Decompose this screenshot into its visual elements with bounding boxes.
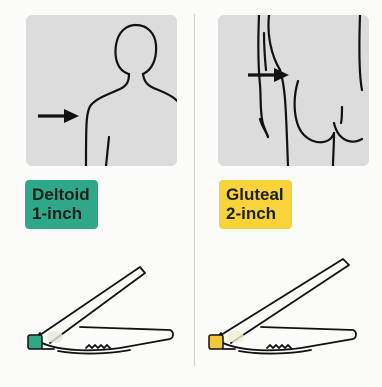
- needle-hub: [28, 335, 42, 349]
- center-divider: [194, 14, 195, 366]
- gluteal-label: Gluteal 2-inch: [219, 180, 292, 229]
- short-needle-icon: [20, 255, 180, 365]
- deltoid-label: Deltoid 1-inch: [25, 180, 98, 229]
- gluteal-site-text: Gluteal: [226, 185, 284, 204]
- needle-hub: [209, 335, 223, 349]
- buttocks-figure-icon: [218, 15, 369, 166]
- deltoid-illustration: [26, 15, 177, 166]
- shoulder-figure-icon: [26, 15, 177, 166]
- injection-arrow-icon: [38, 109, 79, 123]
- gluteal-length-text: 2-inch: [226, 204, 284, 223]
- deltoid-length-text: 1-inch: [32, 204, 90, 223]
- deltoid-site-text: Deltoid: [32, 185, 90, 204]
- long-needle-icon: [205, 255, 365, 365]
- gluteal-illustration: [218, 15, 369, 166]
